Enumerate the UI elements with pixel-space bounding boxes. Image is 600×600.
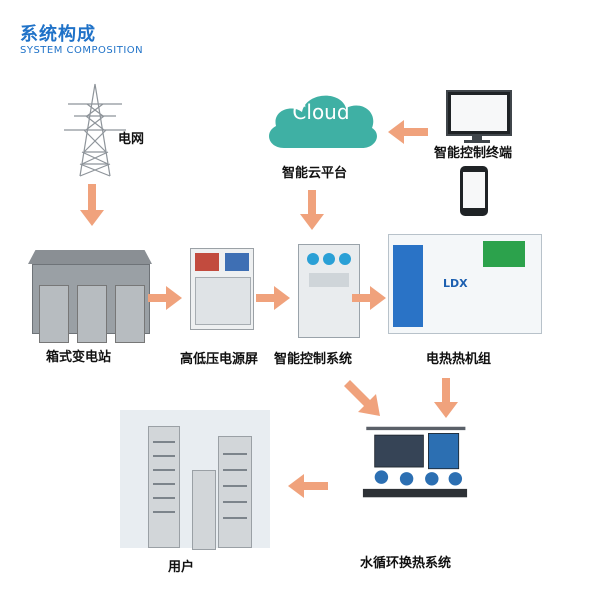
page-subtitle: SYSTEM COMPOSITION: [20, 45, 144, 56]
phone-icon: [460, 166, 488, 216]
power-cabinet-image: [190, 248, 254, 330]
substation-label: 箱式变电站: [46, 350, 112, 365]
pump-system-image: [362, 426, 468, 498]
water-system-node: 水循环换热系统: [350, 420, 510, 580]
monitor-icon: [446, 90, 512, 136]
arrow-water-to-user: [288, 474, 328, 498]
user-label: 用户: [168, 560, 195, 575]
power-grid-node: 电网: [60, 82, 180, 182]
control-system-label: 智能控制系统: [274, 352, 353, 367]
cloud-platform-node: Cloud 智能云平台: [262, 86, 382, 186]
heating-unit-node: LDX 电热热机组: [388, 234, 548, 367]
terminal-node: 智能控制终端: [434, 90, 560, 220]
heating-unit-image: LDX: [388, 234, 542, 334]
arrow-heater-to-water: [434, 378, 458, 418]
cloud-platform-label: 智能云平台: [282, 166, 348, 181]
hv-lv-label: 高低压电源屏: [180, 352, 259, 367]
user-node: 用户: [120, 410, 270, 580]
terminal-label: 智能控制终端: [434, 146, 513, 161]
buildings-image: [120, 410, 270, 550]
arrow-cloud-to-control: [300, 190, 324, 230]
water-system-label: 水循环换热系统: [360, 556, 452, 571]
arrow-control-to-heater: [352, 286, 386, 310]
arrow-substation-to-hvlv: [148, 286, 182, 310]
arrow-hvlv-to-control: [256, 286, 290, 310]
control-cabinet-image: [298, 244, 360, 338]
hv-lv-node: 高低压电源屏: [180, 244, 290, 367]
arrow-terminal-to-cloud: [388, 120, 428, 144]
cloud-text: Cloud: [292, 100, 350, 124]
page-title: 系统构成: [20, 24, 96, 45]
arrow-grid-to-substation: [80, 184, 104, 226]
power-tower-icon: [64, 83, 126, 177]
cloud-icon: [269, 95, 377, 148]
control-system-node: 智能控制系统: [274, 244, 402, 367]
substation-image: [32, 264, 150, 343]
heating-unit-label: 电热热机组: [426, 352, 492, 367]
grid-label: 电网: [118, 132, 145, 147]
arrow-control-to-water: [344, 380, 380, 416]
substation-node: 箱式变电站: [28, 250, 152, 365]
